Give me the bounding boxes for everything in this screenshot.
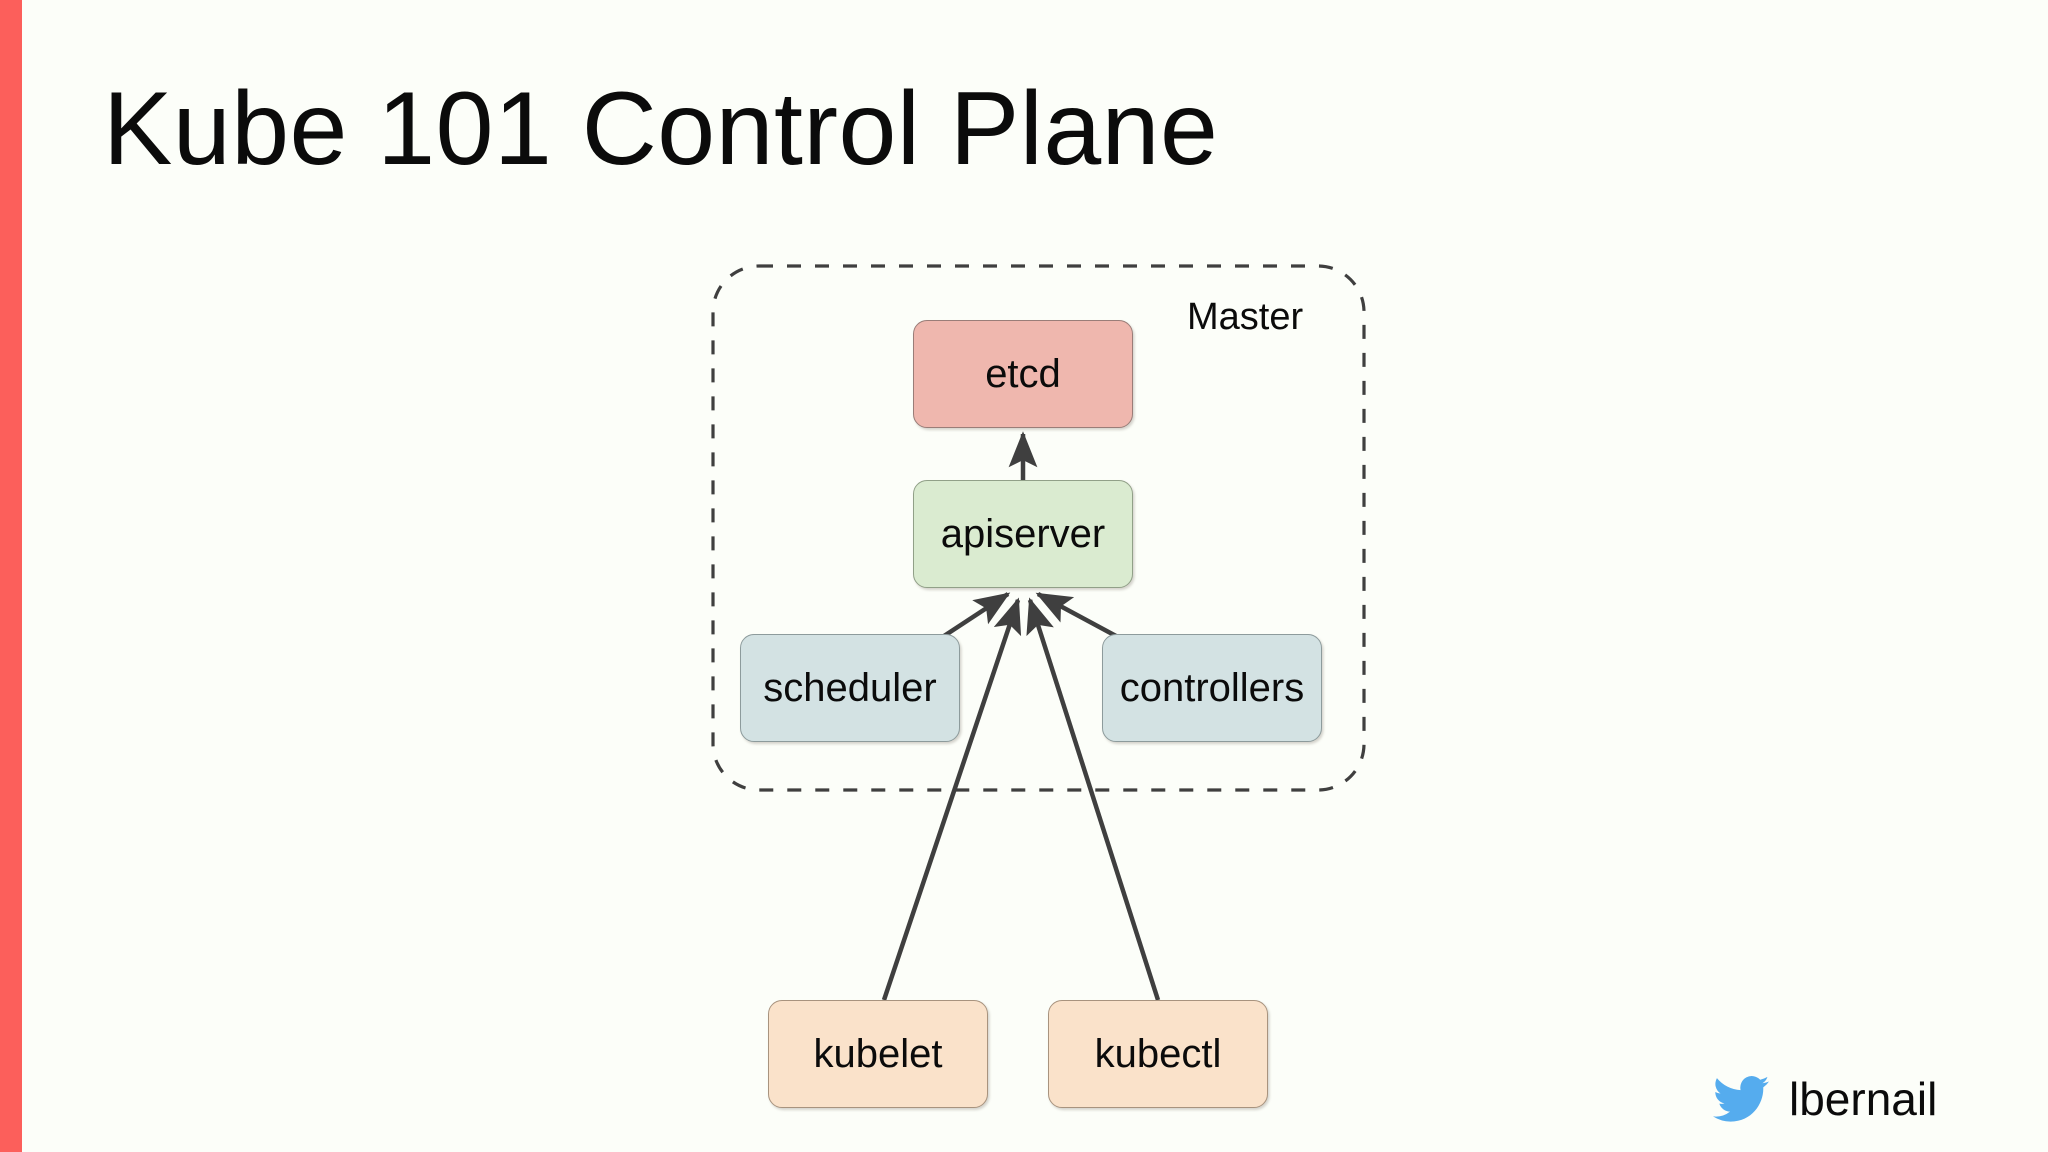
node-kubelet[interactable]: kubelet xyxy=(768,1000,988,1108)
node-scheduler[interactable]: scheduler xyxy=(740,634,960,742)
edge-kubectl-apiserver xyxy=(1026,597,1161,1001)
page-title: Kube 101 Control Plane xyxy=(103,71,1219,187)
edge-scheduler-apiserver xyxy=(942,592,1011,638)
master-group-boundary xyxy=(711,264,1366,792)
left-accent-bar xyxy=(0,0,22,1152)
node-kubectl[interactable]: kubectl xyxy=(1048,1000,1268,1108)
master-group-label: Master xyxy=(1187,296,1304,338)
node-apiserver[interactable]: apiserver xyxy=(913,480,1133,588)
twitter-handle-label: lbernail xyxy=(1789,1073,1938,1125)
node-controllers[interactable]: controllers xyxy=(1102,634,1322,742)
twitter-credit[interactable]: lbernail xyxy=(1713,1072,1937,1126)
node-etcd[interactable]: etcd xyxy=(913,320,1133,428)
node-controllers-label: controllers xyxy=(1119,665,1305,710)
node-scheduler-label: scheduler xyxy=(763,665,937,710)
edge-controllers-apiserver xyxy=(1035,592,1118,638)
node-apiserver-label: apiserver xyxy=(940,511,1106,556)
edge-kubelet-apiserver xyxy=(881,597,1022,1001)
node-etcd-label: etcd xyxy=(985,351,1061,396)
node-kubectl-label: kubectl xyxy=(1094,1031,1222,1076)
node-kubelet-label: kubelet xyxy=(813,1031,943,1076)
twitter-bird-icon xyxy=(1713,1076,1769,1122)
